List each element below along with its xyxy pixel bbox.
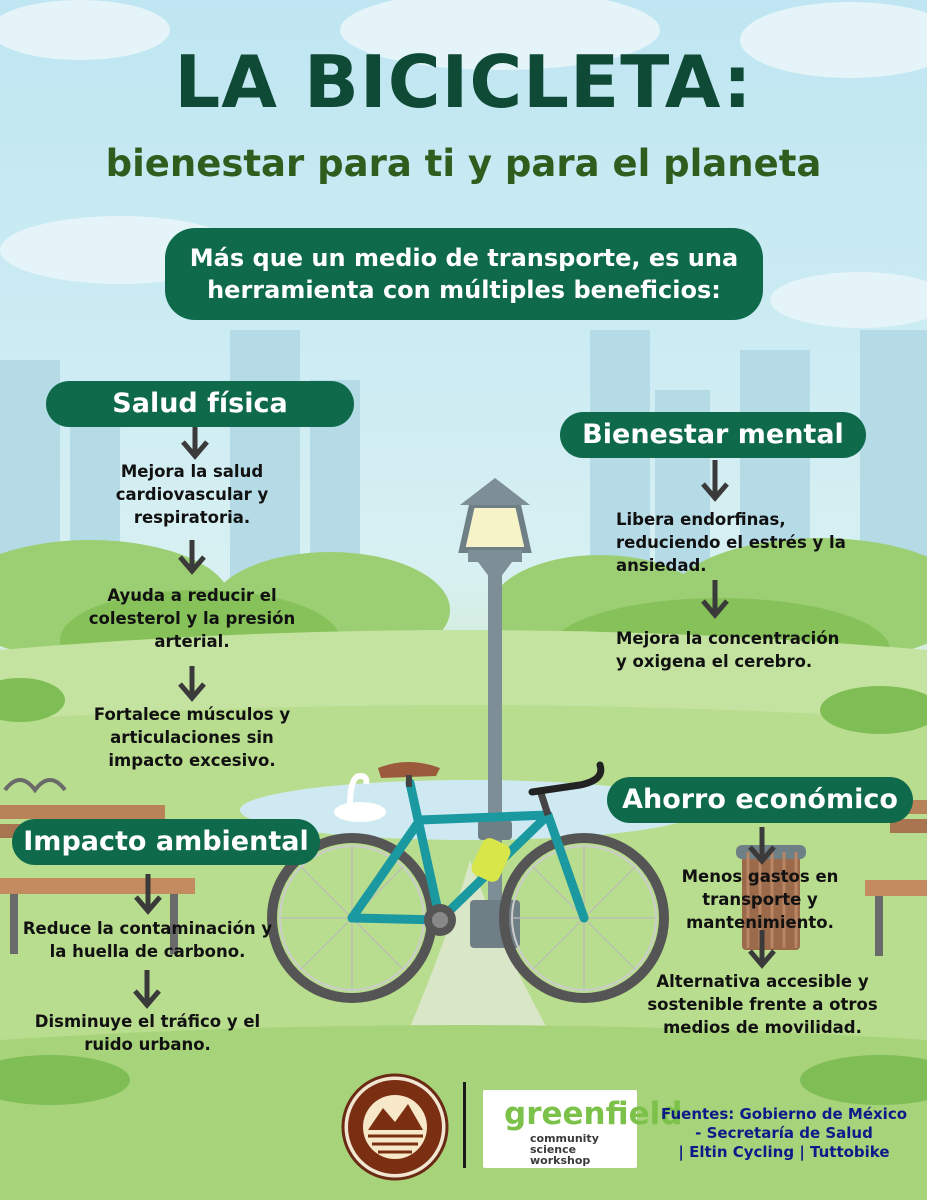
heading-bienestar-mental: Bienestar mental <box>560 412 866 458</box>
greenfield-sub-line-3: workshop <box>530 1154 591 1167</box>
heading-ahorro-economico: Ahorro económico <box>607 777 913 823</box>
sources-line-2: - Secretaría de Salud <box>695 1124 873 1142</box>
lamp-post <box>458 478 532 948</box>
pond <box>240 780 700 840</box>
sources-text: Fuentes: Gobierno de México - Secretaría… <box>652 1105 916 1162</box>
greenfield-sub-line-1: community <box>530 1132 599 1145</box>
greenfield-logo-word: greenfield <box>504 1096 683 1132</box>
page-subtitle: bienestar para ti y para el planeta <box>105 142 822 185</box>
clouds <box>0 0 927 328</box>
greenfield-logo-box <box>483 1090 637 1168</box>
impacto-ambiental-item-1: Reduce la contaminación y la huella de c… <box>22 919 273 961</box>
greenfield-sub-line-2: science <box>530 1143 577 1156</box>
page-title: LA BICICLETA: <box>174 40 753 124</box>
bicycle-illustration <box>267 761 669 1003</box>
footer-divider <box>463 1082 466 1168</box>
salud-fisica-item-2: Ayuda a reducir el colesterol y la presi… <box>88 586 296 651</box>
flow-arrows <box>133 425 776 1009</box>
impacto-ambiental-item-2: Disminuye el tráfico y el ruido urbano. <box>34 1012 261 1054</box>
ahorro-economico-item-2: Alternativa accesible y sostenible frent… <box>647 972 878 1037</box>
ahorro-economico-item-1: Menos gastos en transporte y mantenimien… <box>681 867 839 932</box>
swan <box>334 772 386 822</box>
sources-line-1: Fuentes: Gobierno de México <box>660 1105 908 1123</box>
city-seal-logo <box>341 1073 449 1181</box>
intro-banner: Más que un medio de transporte, es una h… <box>165 228 763 320</box>
trash-bin <box>736 845 806 950</box>
salud-fisica-item-3: Fortalece músculos y articulaciones sin … <box>93 705 291 770</box>
greenfield-logo-subtitle: community science workshop <box>530 1133 599 1166</box>
heading-salud-fisica: Salud física <box>46 381 354 427</box>
bienestar-mental-item-1: Libera endorfinas, reduciendo el estrés … <box>616 510 846 575</box>
sources-line-3: | Eltin Cycling | Tuttobike <box>678 1143 890 1161</box>
bienestar-mental-item-2: Mejora la concentración y oxigena el cer… <box>616 629 840 671</box>
salud-fisica-item-1: Mejora la salud cardiovascular y respira… <box>115 462 269 527</box>
heading-impacto-ambiental: Impacto ambiental <box>12 819 320 865</box>
